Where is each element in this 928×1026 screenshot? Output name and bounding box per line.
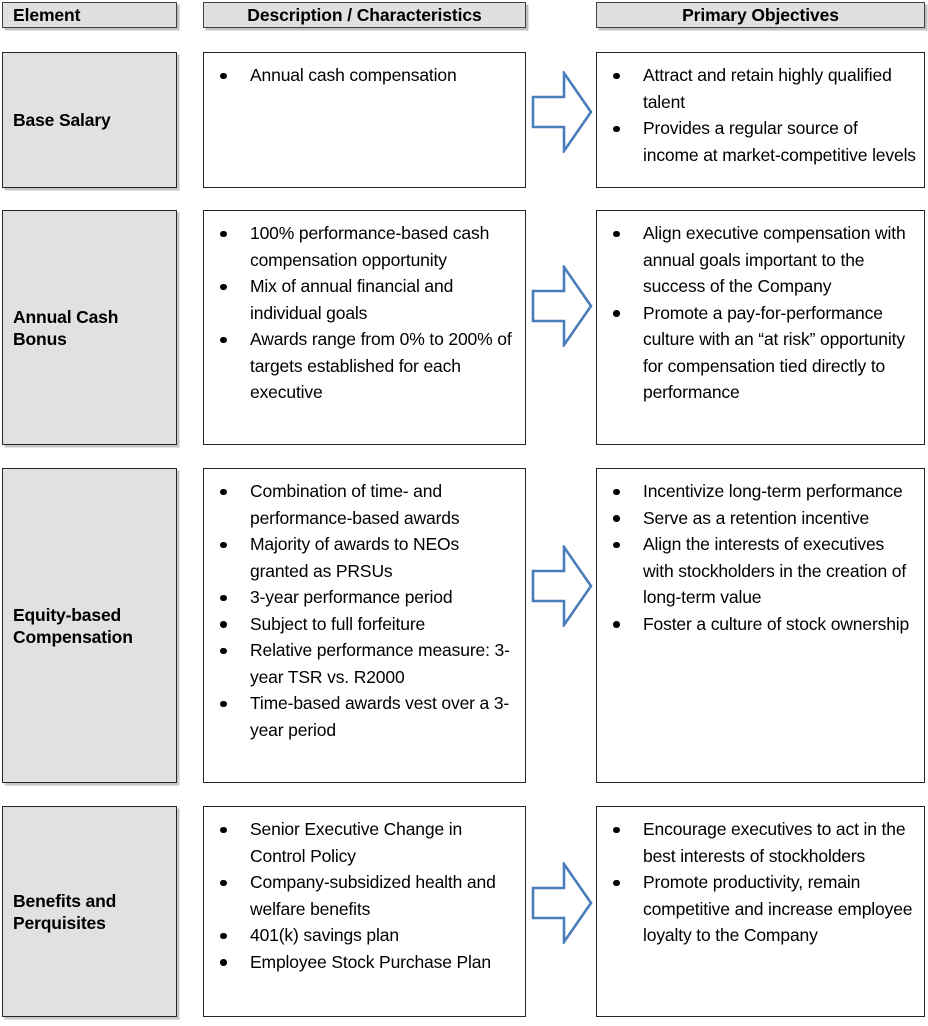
element-cell: Annual Cash Bonus: [2, 210, 177, 445]
element-cell: Base Salary: [2, 52, 177, 188]
description-bullet-item: Majority of awards to NEOs granted as PR…: [204, 531, 517, 584]
element-label: Benefits and Perquisites: [13, 890, 117, 933]
description-bullet-list: 100% performance-based cash compensation…: [204, 211, 525, 412]
description-bullet-item: Subject to full forfeiture: [204, 611, 517, 638]
block-arrow-right-icon: [531, 545, 593, 627]
description-bullet-list: Annual cash compensation: [204, 53, 525, 95]
objective-bullet-list: Encourage executives to act in the best …: [597, 807, 924, 955]
objectives-cell: Attract and retain highly qualified tale…: [596, 52, 925, 188]
element-cell: Benefits and Perquisites: [2, 806, 177, 1017]
column-header-primary-objectives: Primary Objectives: [596, 2, 925, 28]
objective-bullet-item: Attract and retain highly qualified tale…: [597, 62, 916, 115]
table-row: Benefits and Perquisites Senior Executive…: [0, 806, 928, 1017]
objective-bullet-item: Promote productivity, remain competitive…: [597, 869, 916, 949]
description-cell: Combination of time- and performance-bas…: [203, 468, 526, 783]
table-row: Equity-based Compensation Combination of …: [0, 468, 928, 783]
description-cell: Senior Executive Change in Control Polic…: [203, 806, 526, 1017]
description-cell: 100% performance-based cash compensation…: [203, 210, 526, 445]
column-header-description: Description / Characteristics: [203, 2, 526, 28]
element-label: Equity-based Compensation: [13, 604, 133, 647]
objectives-cell: Encourage executives to act in the best …: [596, 806, 925, 1017]
objective-bullet-item: Align executive compensation with annual…: [597, 220, 916, 300]
objective-bullet-item: Align the interests of executives with s…: [597, 531, 916, 611]
description-cell: Annual cash compensation: [203, 52, 526, 188]
description-bullet-item: Senior Executive Change in Control Polic…: [204, 816, 517, 869]
objective-bullet-item: Encourage executives to act in the best …: [597, 816, 916, 869]
block-arrow-right-icon: [531, 71, 593, 153]
description-bullet-item: Annual cash compensation: [204, 62, 517, 89]
description-bullet-list: Combination of time- and performance-bas…: [204, 469, 525, 749]
description-bullet-item: Time-based awards vest over a 3-year per…: [204, 690, 517, 743]
block-arrow-right-icon: [531, 862, 593, 944]
table-row: Annual Cash Bonus 100% performance-based …: [0, 210, 928, 445]
description-bullet-item: Employee Stock Purchase Plan: [204, 949, 517, 976]
column-header-element: Element: [2, 2, 177, 28]
description-bullet-item: Combination of time- and performance-bas…: [204, 478, 517, 531]
objective-bullet-list: Attract and retain highly qualified tale…: [597, 53, 924, 174]
objective-bullet-list: Align executive compensation with annual…: [597, 211, 924, 412]
element-label: Annual Cash Bonus: [13, 306, 119, 349]
description-bullet-item: Awards range from 0% to 200% of targets …: [204, 326, 517, 406]
description-bullet-item: Relative performance measure: 3-year TSR…: [204, 637, 517, 690]
block-arrow-right-icon: [531, 265, 593, 347]
description-bullet-item: Company-subsidized health and welfare be…: [204, 869, 517, 922]
table-row: Base Salary Annual cash compensation Attra…: [0, 52, 928, 188]
description-bullet-list: Senior Executive Change in Control Polic…: [204, 807, 525, 981]
objective-bullet-item: Provides a regular source of income at m…: [597, 115, 916, 168]
element-cell: Equity-based Compensation: [2, 468, 177, 783]
objective-bullet-item: Serve as a retention incentive: [597, 505, 916, 532]
table-header-row: Element Description / Characteristics Pr…: [0, 0, 928, 34]
description-bullet-item: 401(k) savings plan: [204, 922, 517, 949]
objective-bullet-item: Incentivize long-term performance: [597, 478, 916, 505]
objectives-cell: Align executive compensation with annual…: [596, 210, 925, 445]
description-bullet-item: 3-year performance period: [204, 584, 517, 611]
element-label: Base Salary: [13, 110, 111, 130]
objective-bullet-item: Promote a pay-for-performance culture wi…: [597, 300, 916, 406]
objective-bullet-item: Foster a culture of stock ownership: [597, 611, 916, 638]
description-bullet-item: Mix of annual financial and individual g…: [204, 273, 517, 326]
description-bullet-item: 100% performance-based cash compensation…: [204, 220, 517, 273]
